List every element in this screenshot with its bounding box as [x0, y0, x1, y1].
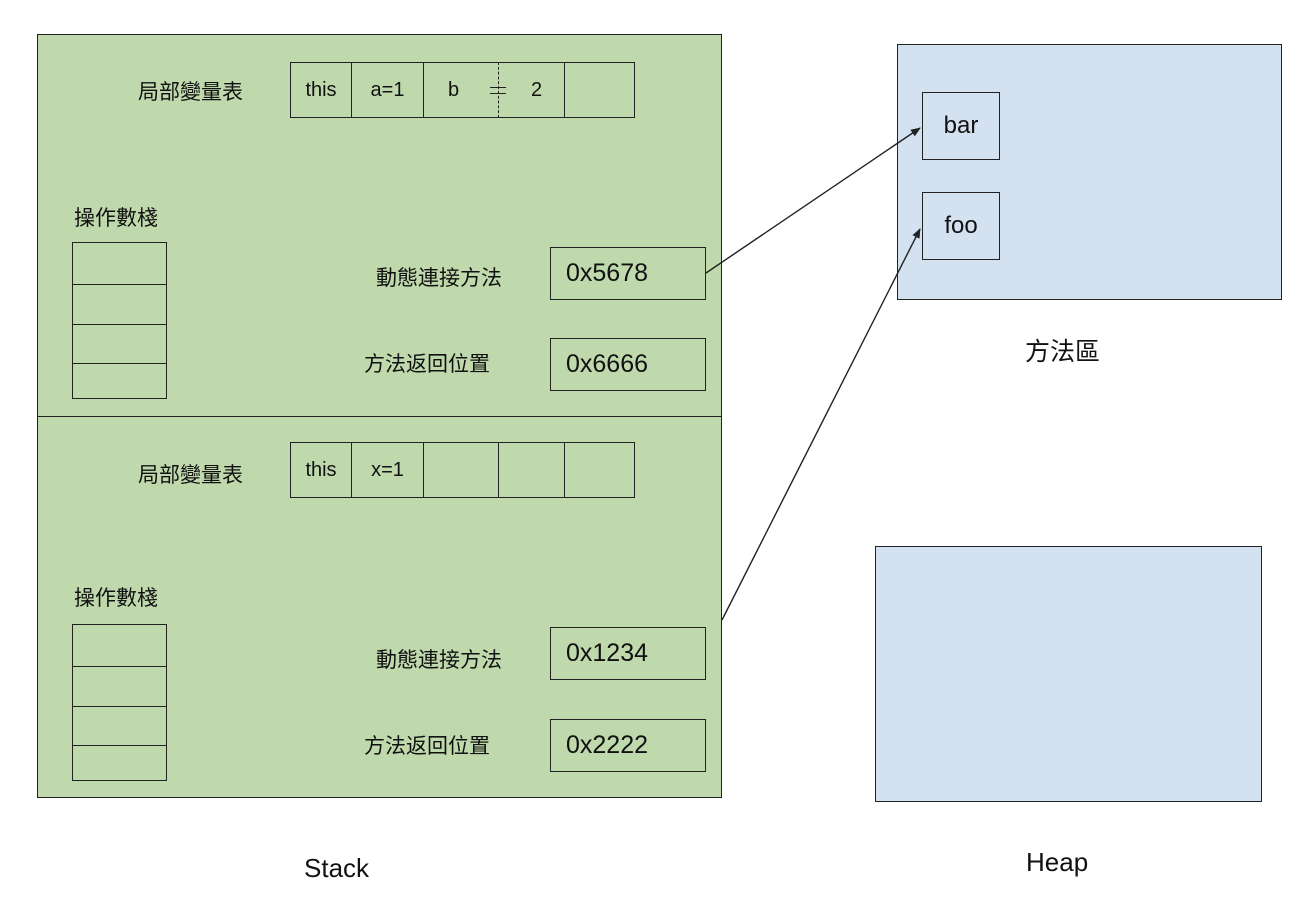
operand-slot	[73, 243, 166, 285]
frame1-equals-stroke	[490, 87, 506, 88]
arrow-dynamic-link-to-bar	[705, 127, 921, 274]
frame2-return-address-box: 0x2222	[550, 719, 706, 772]
frame1-dashed-separator	[498, 62, 499, 118]
frame1-return-address-box: 0x6666	[550, 338, 706, 391]
frame1-dynamic-link-box: 0x5678	[550, 247, 706, 300]
frame1-operand-stack-label: 操作數棧	[74, 206, 158, 230]
frame2-operand-stack-label: 操作數棧	[74, 586, 158, 610]
frame2-dynamic-link-label: 動態連接方法	[376, 648, 502, 672]
arrow-dynamic-link-to-foo	[721, 228, 921, 621]
heap-region	[875, 546, 1262, 802]
operand-slot	[73, 285, 166, 325]
frame1-local-value: 2	[530, 78, 543, 101]
stack-caption: Stack	[304, 853, 370, 883]
frame2-dynamic-link-box: 0x1234	[550, 627, 706, 680]
operand-slot	[73, 325, 166, 364]
method-foo-box: foo	[922, 192, 1000, 260]
operand-slot	[73, 707, 166, 746]
method-area-region	[897, 44, 1282, 300]
frame-divider	[37, 416, 722, 417]
frame1-return-address-label: 方法返回位置	[364, 352, 490, 376]
frame1-local-cell	[564, 62, 635, 118]
frame1-equals-stroke	[490, 93, 506, 94]
frame1-operand-stack	[72, 242, 167, 399]
frame1-locals-label: 局部變量表	[138, 80, 243, 104]
method-bar-box: bar	[922, 92, 1000, 160]
frame1-dynamic-link-label: 動態連接方法	[376, 266, 502, 290]
operand-slot	[73, 625, 166, 667]
frame2-return-address-label: 方法返回位置	[364, 734, 490, 758]
heap-caption: Heap	[1026, 847, 1089, 877]
frame2-local-cell	[564, 442, 635, 498]
operand-slot	[73, 667, 166, 707]
frame2-operand-stack	[72, 624, 167, 781]
frame1-local-b: b	[448, 78, 460, 101]
frame2-locals-label: 局部變量表	[138, 463, 243, 487]
method-area-caption: 方法區	[1025, 337, 1101, 366]
